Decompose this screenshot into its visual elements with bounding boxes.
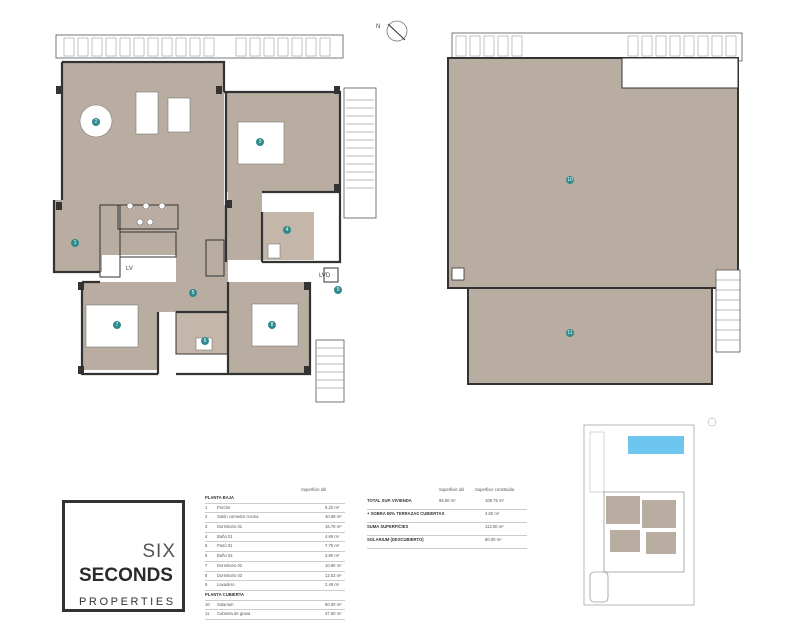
summary-row: TOTAL SUP. VIVIENDA 95.50 m² 108.75 m²	[367, 497, 527, 510]
area-row: 2 Salón comedor cocina 40.68 m²	[205, 513, 345, 524]
room-marker-9: 9	[334, 286, 342, 294]
room-number-6: 6	[204, 338, 207, 344]
room-number-8: 8	[271, 322, 274, 328]
area-row-num: 1	[205, 504, 208, 510]
area-row: 5 Pasó 01 7.75 m²	[205, 542, 345, 553]
area-section-title: PLANTA BAJA	[205, 494, 345, 504]
lv-label: LV	[126, 266, 133, 272]
room-number-5: 5	[192, 290, 195, 296]
summary-row-util: 95.50 m²	[439, 498, 456, 503]
logo-line-3: PROPERTIES	[79, 596, 176, 608]
area-row-num: 7	[205, 562, 208, 568]
area-row-num: 2	[205, 514, 208, 520]
room-marker-3: 3	[256, 138, 264, 146]
area-row-name: Porche	[217, 504, 231, 510]
area-row-name: Salón comedor cocina	[217, 514, 259, 520]
roof-floor-plan: 10 11	[447, 32, 743, 385]
area-row: 10 Solarium 80.00 m²	[205, 601, 345, 611]
north-arrow-icon: N	[376, 20, 408, 42]
area-row-name: Lavadero	[217, 582, 235, 588]
area-row: 9 Lavadero 2.49 m²	[205, 581, 345, 591]
area-row-name: Solarium	[217, 601, 234, 607]
summary-row-label: SUMA SUPERFICIES	[367, 524, 409, 529]
room-number-4: 4	[286, 227, 289, 233]
summary-row-construida: 80.00 m²	[485, 537, 502, 542]
room-marker-2: 2	[92, 118, 100, 126]
area-section-title: PLANTA CUBIERTA	[205, 591, 345, 601]
north-label: N	[376, 24, 380, 30]
area-row-value: 4.69 m²	[325, 533, 340, 539]
area-row-num: 11	[205, 611, 210, 617]
room-marker-6: 6	[201, 337, 209, 345]
area-row-num: 6	[205, 553, 208, 559]
area-row-num: 10	[205, 601, 210, 607]
ground-floor-plan: LV LVD 1 2 3 4 5 6 7 8 9	[52, 34, 377, 403]
area-row-value: 3.90 m²	[325, 553, 340, 559]
area-row-num: 9	[205, 582, 208, 588]
summary-table: Superficie útil Superficie construida TO…	[367, 487, 527, 549]
area-row-value: 12.03 m²	[325, 572, 342, 578]
area-row-value: 9.22 m²	[325, 504, 340, 510]
area-row-num: 8	[205, 572, 208, 578]
summary-row-construida: 113.00 m²	[485, 524, 504, 529]
room-number-2: 2	[95, 119, 98, 125]
summary-row-construida: 4.50 m²	[485, 511, 500, 516]
area-row-num: 3	[205, 524, 208, 530]
area-row: 8 Dormitorio 03 12.03 m²	[205, 572, 345, 582]
area-row-value: 7.75 m²	[325, 543, 340, 549]
area-row: 7 Dormitorio 02 10.90 m²	[205, 562, 345, 572]
room-number-1: 1	[74, 240, 77, 246]
summary-row: SUMA SUPERFICIES 113.00 m²	[367, 523, 527, 536]
room-number-10: 10	[567, 177, 573, 183]
room-marker-4: 4	[283, 226, 291, 234]
room-marker-11: 11	[566, 329, 574, 337]
site-plan	[583, 417, 717, 606]
summary-row-construida: 108.75 m²	[485, 498, 504, 503]
room-number-11: 11	[567, 330, 572, 336]
area-row-name: Pasó 01	[217, 543, 233, 549]
area-row: 6 Baño 02 3.90 m²	[205, 552, 345, 562]
area-row-name: Dormitorio 02	[217, 562, 243, 568]
room-number-7: 7	[116, 322, 119, 328]
summary-col2-header: Superficie construida	[475, 487, 515, 492]
area-row-num: 5	[205, 543, 208, 549]
room-number-9: 9	[337, 287, 340, 293]
room-marker-7: 7	[113, 321, 121, 329]
summary-row: + SOBRA 50% TERRAZAS CUBIERTAS 4.50 m²	[367, 510, 527, 523]
summary-row: SOLARIUM (DESCUBIERTO) 80.00 m²	[367, 536, 527, 549]
area-row-name: Baño 01	[217, 533, 233, 539]
area-row-name: Cubierta de grava	[217, 611, 251, 617]
company-logo: SIX SECONDS PROPERTIES	[62, 500, 185, 612]
summary-row-label: TOTAL SUP. VIVIENDA	[367, 498, 412, 503]
summary-col1-header: Superficie útil	[439, 487, 465, 492]
lvd-label: LVD	[319, 273, 331, 279]
area-row-value: 37.50 m²	[325, 611, 342, 617]
room-marker-5: 5	[189, 289, 197, 297]
room-marker-1: 1	[71, 239, 79, 247]
area-row-value: 40.68 m²	[325, 514, 342, 520]
pool-shape	[628, 436, 684, 454]
area-col-header: Superficie útil	[301, 487, 327, 492]
area-row: 4 Baño 01 4.69 m²	[205, 533, 345, 543]
room-marker-10: 10	[566, 176, 574, 184]
area-row: 1 Porche 9.22 m²	[205, 504, 345, 514]
logo-line-1: SIX	[142, 541, 176, 562]
area-row-value: 80.00 m²	[325, 601, 342, 607]
summary-row-label: + SOBRA 50% TERRAZAS CUBIERTAS	[367, 511, 445, 516]
logo-line-2: SECONDS	[79, 565, 173, 586]
area-row-num: 4	[205, 533, 208, 539]
area-row-name: Dormitorio 01	[217, 524, 243, 530]
area-row-name: Dormitorio 03	[217, 572, 243, 578]
area-row-value: 2.49 m²	[325, 582, 340, 588]
area-row: 3 Dormitorio 01 15.78 m²	[205, 523, 345, 533]
area-row: 11 Cubierta de grava 37.50 m²	[205, 610, 345, 620]
area-row-value: 15.78 m²	[325, 524, 342, 530]
room-marker-8: 8	[268, 321, 276, 329]
summary-row-label: SOLARIUM (DESCUBIERTO)	[367, 537, 424, 542]
area-row-name: Baño 02	[217, 553, 233, 559]
area-row-value: 10.90 m²	[325, 562, 342, 568]
room-number-3: 3	[259, 139, 262, 145]
